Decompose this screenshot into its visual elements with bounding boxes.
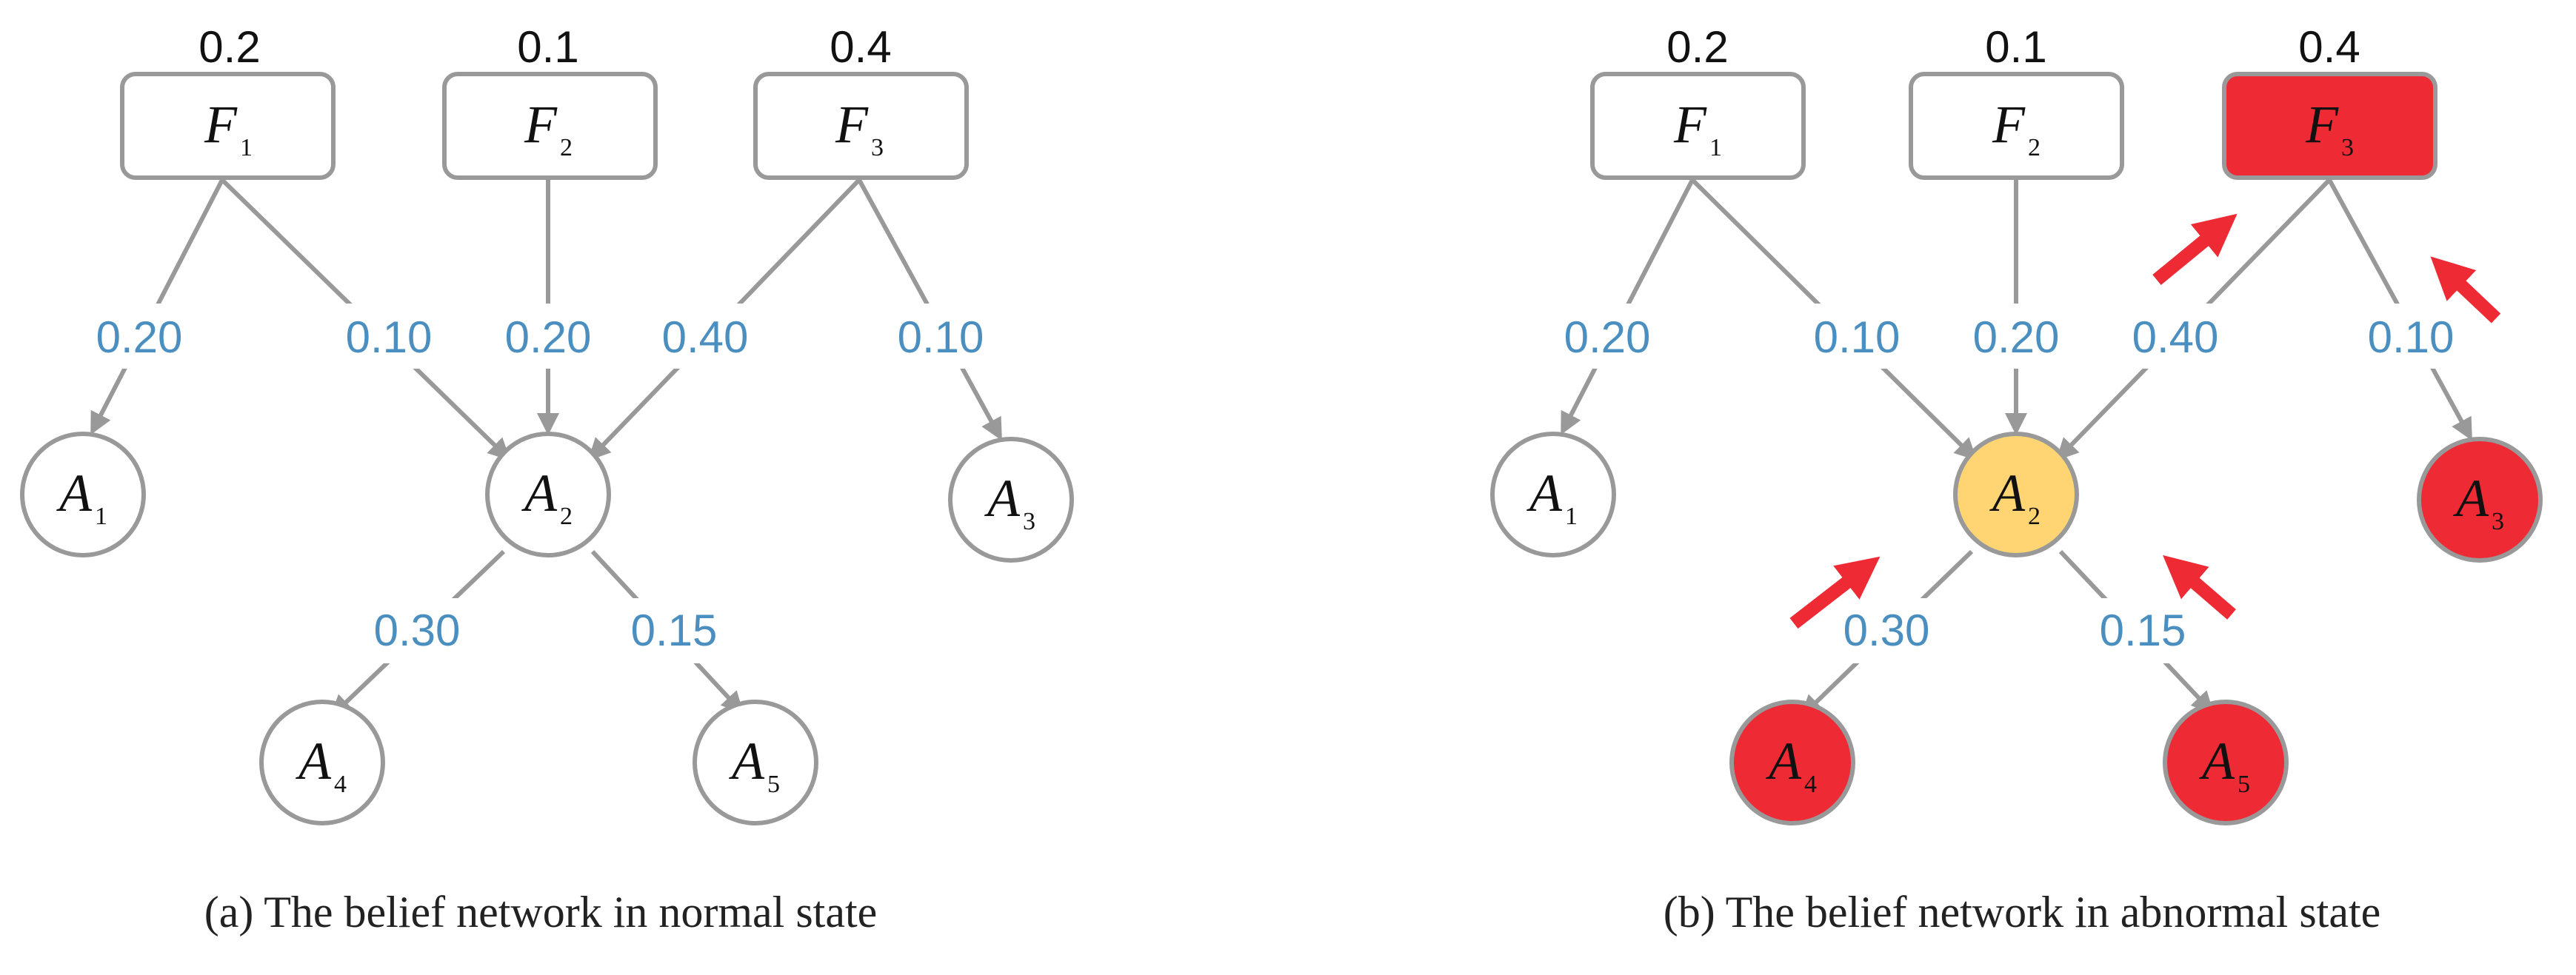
prior-label: 0.1 <box>517 22 578 72</box>
svg-text:F1: F1 <box>1673 95 1722 161</box>
svg-text:F2: F2 <box>1992 95 2041 161</box>
weight-label: 0.20 <box>96 312 183 362</box>
propagation-arrow <box>2163 554 2236 620</box>
prior-label: 0.2 <box>198 22 260 72</box>
weight-label: 0.15 <box>2100 606 2186 655</box>
prior-label: 0.4 <box>2298 22 2360 72</box>
weight-label: 0.40 <box>2132 312 2219 362</box>
propagation-arrow <box>1789 556 1881 629</box>
svg-text:F3: F3 <box>835 95 884 161</box>
prior-label: 0.2 <box>1666 22 1728 72</box>
weight-label: 0.15 <box>631 606 718 655</box>
panel-caption: (a) The belief network in normal state <box>204 888 878 937</box>
weight-label: 0.10 <box>1814 312 1901 362</box>
svg-text:A3: A3 <box>984 469 1035 535</box>
svg-text:A5: A5 <box>729 731 780 798</box>
weight-label: 0.40 <box>662 312 749 362</box>
propagation-arrow <box>2430 256 2501 324</box>
weight-label: 0.10 <box>346 312 433 362</box>
panel-caption: (b) The belief network in abnormal state <box>1664 888 2381 937</box>
propagation-arrow <box>2152 213 2238 285</box>
svg-text:A1: A1 <box>56 463 107 530</box>
panel-b: 0.20 0.10 0.20 0.40 0.10 0.30 0.15 0.2 0… <box>1490 22 2543 937</box>
weight-label: 0.10 <box>2368 312 2455 362</box>
svg-text:A2: A2 <box>521 463 573 530</box>
svg-text:A2: A2 <box>1989 463 2041 530</box>
svg-text:A4: A4 <box>1766 731 1817 798</box>
weight-label: 0.30 <box>1843 606 1930 655</box>
svg-text:F2: F2 <box>524 95 573 161</box>
prior-label: 0.1 <box>1985 22 2046 72</box>
weight-label: 0.20 <box>1564 312 1651 362</box>
weight-label: 0.20 <box>505 312 592 362</box>
svg-text:F1: F1 <box>204 95 253 161</box>
svg-text:A1: A1 <box>1526 463 1578 530</box>
weight-label: 0.10 <box>898 312 984 362</box>
weight-label: 0.30 <box>374 606 461 655</box>
panel-b-weights: 0.20 0.10 0.20 0.40 0.10 0.30 0.15 <box>1543 304 2476 663</box>
panel-a-weights: 0.20 0.10 0.20 0.40 0.10 0.30 0.15 <box>74 304 1005 663</box>
prior-label: 0.4 <box>830 22 891 72</box>
weight-label: 0.20 <box>1973 312 2060 362</box>
svg-text:A3: A3 <box>2453 469 2504 535</box>
svg-text:F3: F3 <box>2305 95 2354 161</box>
panel-a: 0.20 0.10 0.20 0.40 0.10 0.30 0.15 0.2 0… <box>20 22 1074 937</box>
svg-text:A4: A4 <box>296 731 347 798</box>
svg-text:A5: A5 <box>2199 731 2250 798</box>
propagation-arrows <box>1789 213 2501 629</box>
